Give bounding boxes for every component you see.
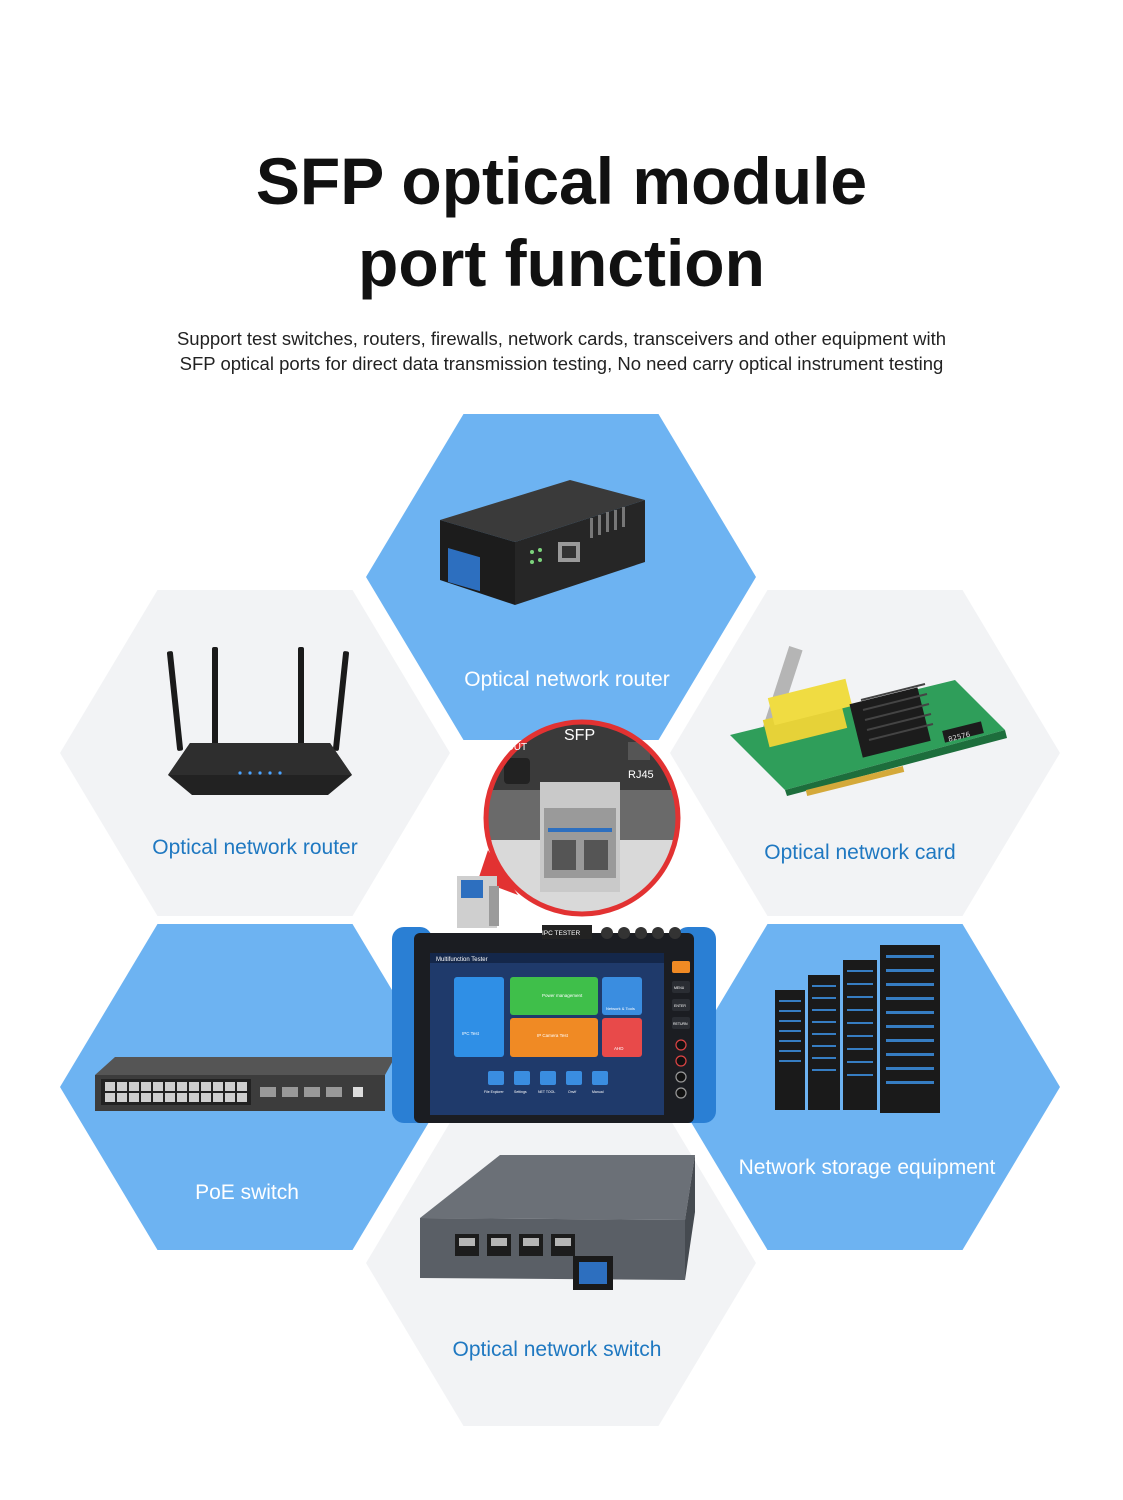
page-title: SFP optical module port function [0,140,1123,304]
tile-ahd: AHD [614,1046,624,1051]
tile-ip-camera-test: IP Camera Test [537,1033,569,1038]
page-subtitle: Support test switches, routers, firewall… [60,326,1063,376]
hexagon-label-lower-left: PoE switch [195,1181,299,1204]
hexagon-label-lower-right: Network storage equipment [738,1156,996,1179]
poe-switch-image [95,1057,395,1111]
side-button-return: RETURN [673,1022,688,1026]
storage-server-image [775,945,940,1113]
tile-power-management: Power management [542,993,583,998]
dock-onvif: Onvif [568,1090,576,1094]
out-port-label: OUT [506,742,527,753]
page-subtitle-line-2: SFP optical ports for direct data transm… [179,353,944,374]
side-button-enter: ENTER [674,1004,686,1008]
tester-brand: IPC TESTER [542,930,580,937]
dock-manual: Manual [592,1090,604,1094]
sfp-port-callout: SFP RJ45 OUT [478,719,681,917]
hexagon-label-upper-left: Optical network router [152,836,358,859]
optical-switch-image [420,1155,695,1290]
wifi-router-image [166,647,352,795]
dock-net-tool: NET TOOL [538,1090,555,1094]
page-subtitle-line-1: Support test switches, routers, firewall… [176,328,947,349]
sfp-module-image [457,876,499,928]
dock-settings: Settings [514,1090,527,1094]
page-title-line-1: SFP optical module [255,144,868,218]
media-converter-image [440,480,645,605]
page-title-line-2: port function [358,226,765,300]
dock-file-explorer: File Explorer [484,1090,504,1094]
network-card-image: 82576 [730,646,1007,797]
rj45-label: RJ45 [628,769,654,781]
tile-network-tools: Network & Tools [606,1006,635,1011]
sfp-label: SFP [564,727,595,744]
hexagon-label-top: Optical network router [464,668,670,691]
tester-screen-title: Multifunction Tester [436,957,488,963]
tile-ipc-test: IPC Test [462,1031,480,1036]
side-button-menu: MENU [674,986,685,990]
hexagon-label-bottom: Optical network switch [452,1338,662,1361]
hexagon-label-upper-right: Optical network card [764,841,956,864]
ipc-tester-device: IPC TESTER Multifunction Tester IPC Test… [392,925,716,1123]
